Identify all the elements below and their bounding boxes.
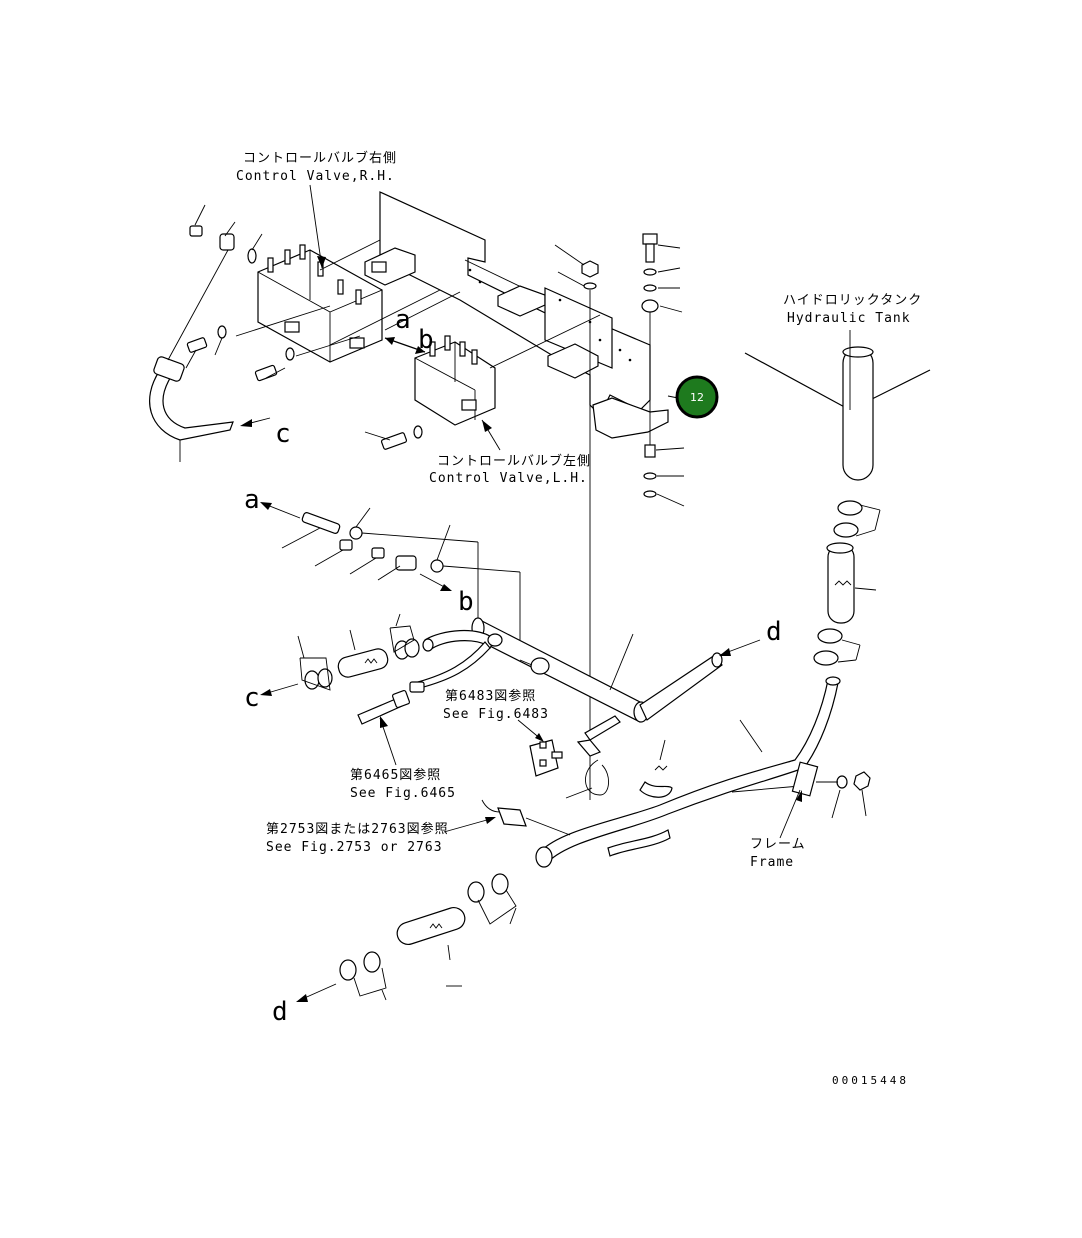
fig6465-label-jp: 第6465図参照: [350, 767, 441, 783]
clamp-group-d: [339, 873, 509, 981]
hydraulic-tank: [744, 346, 931, 481]
cv-lh-label-jp: コントロールバルブ左側: [437, 453, 591, 469]
fig2753-label-en: See Fig.2753 or 2763: [266, 840, 443, 855]
control-valve-lh: [414, 335, 496, 426]
ref-letter-b-mid: b: [458, 587, 474, 617]
fig2753-label-jp: 第2753図または2763図参照: [266, 821, 449, 837]
fig6483-label-jp: 第6483図参照: [445, 688, 536, 704]
cv-rh-label-jp: コントロールバルブ右側: [243, 150, 397, 166]
frame-label-en: Frame: [750, 855, 794, 870]
cv-lh-label-en: Control Valve,L.H.: [429, 471, 588, 486]
frame-bracket: [364, 191, 669, 439]
ref-letter-c-mid: c: [244, 683, 260, 713]
mid-pipe: [409, 617, 723, 741]
fig6465-label-en: See Fig.6465: [350, 786, 456, 801]
ref-letter-b-upper: b: [418, 325, 434, 355]
left-fittings: [149, 225, 423, 450]
callout-12[interactable]: 12: [667, 375, 719, 419]
ref-letter-a-upper: a: [395, 305, 411, 335]
fig6483-block: [529, 739, 563, 777]
cv-rh-label-en: Control Valve,R.H.: [236, 169, 395, 184]
right-hose-clamps: [813, 500, 863, 666]
ref-letter-a-mid: a: [244, 485, 260, 515]
fig2753-hose: [481, 799, 527, 827]
frame-label-jp: フレーム: [750, 837, 806, 852]
frame-clip: [791, 761, 871, 797]
lower-pipe: [535, 676, 841, 868]
drawing-number: 00015448: [832, 1074, 909, 1087]
clamp-group-c: [304, 638, 420, 690]
callout-number: 12: [690, 391, 704, 404]
tank-label-jp: ハイドロリックタンク: [783, 293, 922, 308]
ref-letter-d-bottom: d: [272, 997, 288, 1027]
callout-circle[interactable]: [675, 375, 719, 419]
fig6483-label-en: See Fig.6483: [443, 707, 549, 722]
bolt-stack: [581, 233, 659, 498]
ref-letter-d-right: d: [766, 617, 782, 647]
tank-label-en: Hydraulic Tank: [787, 311, 911, 326]
ref-letter-c-upper: c: [275, 419, 291, 449]
mid-fittings: [301, 512, 444, 573]
fig6465-hose: [357, 689, 411, 725]
